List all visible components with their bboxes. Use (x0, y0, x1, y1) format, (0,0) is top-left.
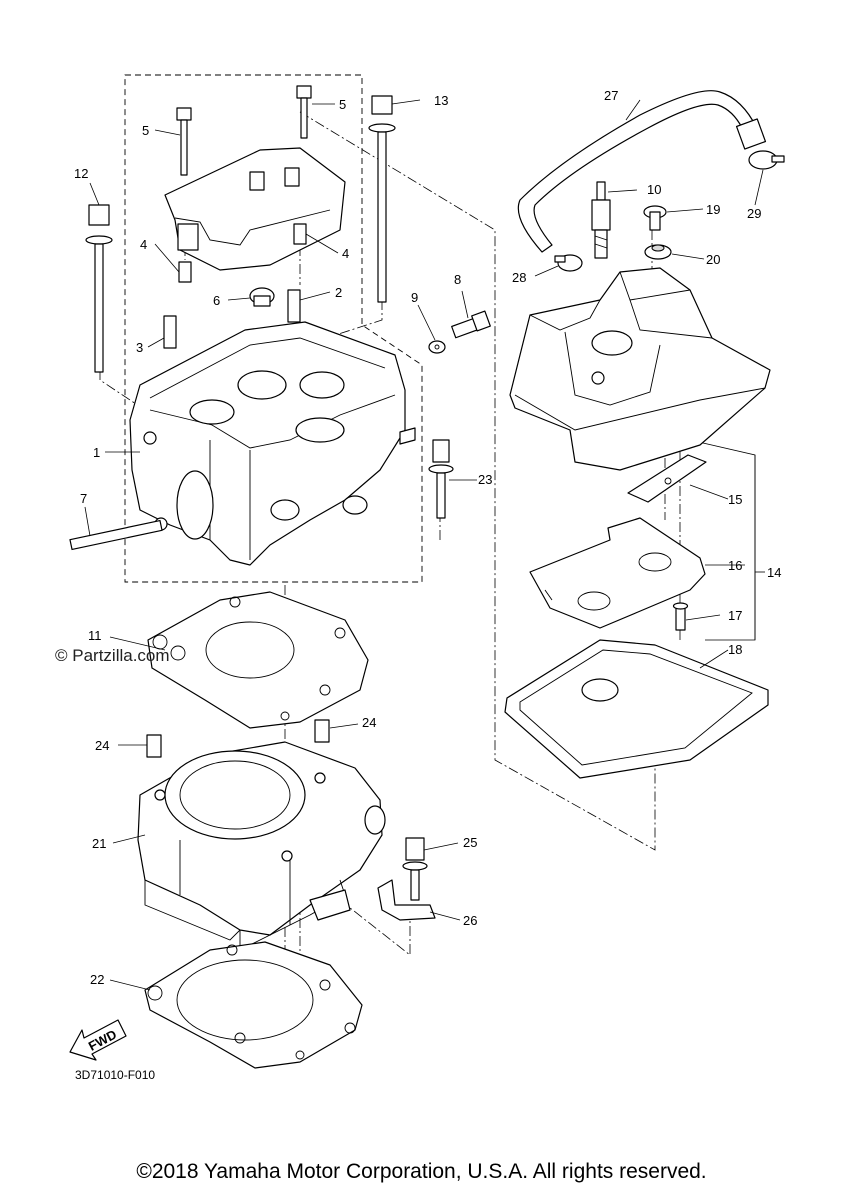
callout-28: 28 (512, 270, 526, 285)
breather-plate-15 (627, 454, 707, 503)
cylinder-head-cover (509, 267, 771, 471)
callout-20: 20 (706, 252, 720, 267)
hose-clamp-28 (554, 254, 583, 272)
valve-guide-3 (163, 315, 177, 349)
bolt-23 (428, 439, 454, 519)
leader-lines (84, 99, 765, 991)
callout-24-left: 24 (95, 738, 109, 753)
callout-13: 13 (434, 93, 448, 108)
callout-19: 19 (706, 202, 720, 217)
breather-hose (517, 90, 767, 253)
watermark: © Partzilla.com (55, 646, 170, 665)
valve-guide-2 (287, 289, 301, 323)
cover-gasket-18 (504, 639, 769, 779)
copyright-notice: ©2018 Yamaha Motor Corporation, U.S.A. A… (136, 1160, 707, 1183)
bolt-12 (85, 204, 113, 373)
callout-10: 10 (647, 182, 661, 197)
bolt-13 (368, 95, 396, 303)
fwd-arrow-icon: FWD (69, 1019, 127, 1061)
cylinder-head (129, 321, 416, 566)
bolt-5-right (296, 85, 312, 139)
callout-24-right: 24 (362, 715, 376, 730)
callout-17: 17 (728, 608, 742, 623)
plate-16 (529, 517, 706, 629)
callout-5-right: 5 (339, 97, 346, 112)
callout-5-left: 5 (142, 123, 149, 138)
callout-22: 22 (90, 972, 104, 987)
hose-clamp-29 (748, 150, 785, 170)
cylinder (137, 741, 386, 951)
callout-25: 25 (463, 835, 477, 850)
callout-3: 3 (136, 340, 143, 355)
dowel-4-right (293, 223, 307, 245)
callout-2: 2 (335, 285, 342, 300)
callout-numbers: 5 5 13 27 12 10 19 29 4 4 20 28 8 2 6 9 … (74, 88, 781, 987)
fwd-label: FWD (86, 1027, 119, 1054)
callout-15: 15 (728, 492, 742, 507)
dowel-4-left (178, 261, 192, 283)
bolt-5-left (176, 107, 192, 176)
diagram-code: 3D71010-F010 (75, 1068, 156, 1082)
callout-18: 18 (728, 642, 742, 657)
washer-9 (428, 340, 446, 354)
callout-23: 23 (478, 472, 492, 487)
callout-27: 27 (604, 88, 618, 103)
head-gasket-11 (147, 591, 369, 729)
base-gasket-22 (144, 941, 363, 1069)
callout-9: 9 (411, 290, 418, 305)
screw-17 (672, 602, 689, 631)
spark-plug (591, 181, 611, 259)
callout-11: 11 (88, 628, 102, 643)
callout-12: 12 (74, 166, 88, 181)
callout-4-left: 4 (140, 237, 147, 252)
bolt-8 (451, 310, 491, 339)
seal-6 (249, 287, 275, 307)
callout-21: 21 (92, 836, 106, 851)
callout-16: 16 (728, 558, 742, 573)
head-group-box (124, 74, 423, 583)
bolt-25 (402, 837, 428, 901)
dowel-24-right (314, 719, 330, 743)
grommet-20 (644, 244, 672, 260)
bracket-26 (377, 879, 436, 921)
callout-4-right: 4 (342, 246, 349, 261)
bolt-19 (643, 205, 667, 231)
callout-6: 6 (213, 293, 220, 308)
dowel-24-left (146, 734, 162, 758)
callout-1: 1 (93, 445, 100, 460)
callout-14: 14 (767, 565, 781, 580)
stud-bolt-7 (69, 519, 163, 551)
callout-7: 7 (80, 491, 87, 506)
callout-26: 26 (463, 913, 477, 928)
camshaft-caps (164, 147, 346, 271)
callout-29: 29 (747, 206, 761, 221)
callout-8: 8 (454, 272, 461, 287)
